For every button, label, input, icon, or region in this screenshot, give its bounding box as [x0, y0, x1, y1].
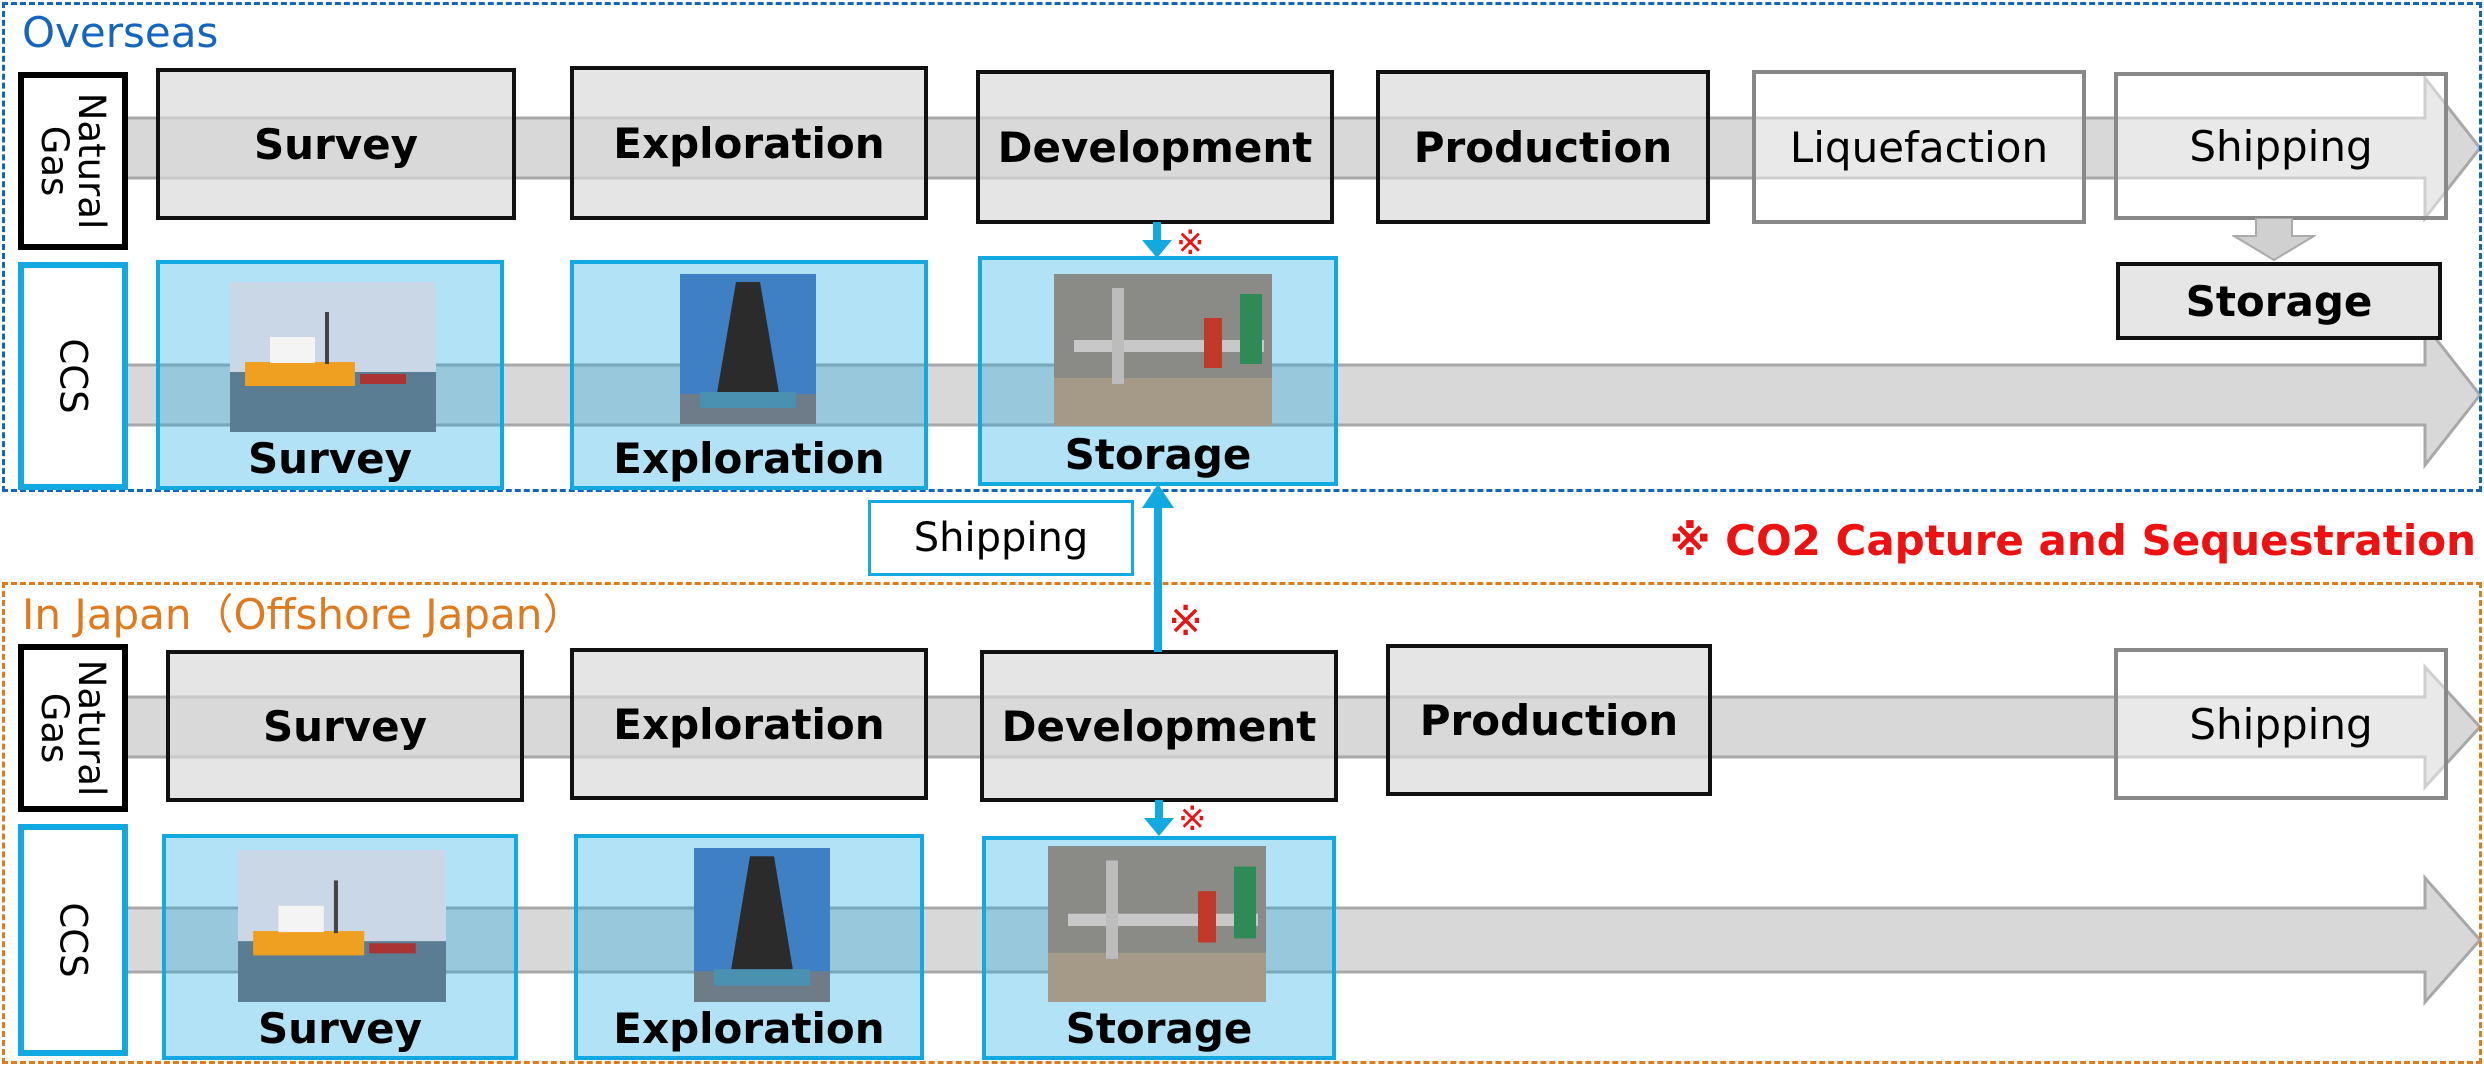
japan-natural-gas-label: Natural Gas: [18, 644, 128, 812]
overseas-shipping-step: Shipping: [2114, 72, 2448, 220]
japan-ccs-exploration: Exploration: [574, 834, 924, 1060]
overseas-ccs-survey-label: Survey: [247, 434, 413, 483]
drilling-rig-photo: [694, 848, 830, 1002]
storage-facility-photo: [1048, 846, 1266, 1002]
storage-facility-photo: [1054, 274, 1272, 426]
overseas-title: Overseas: [22, 8, 219, 57]
japan-ccs-exploration-label: Exploration: [613, 1004, 885, 1053]
overseas-ccs-mark: ※: [1176, 223, 1205, 263]
japan-ccs-label: CCS: [18, 824, 128, 1056]
overseas-ccs-storage-label: Storage: [1064, 430, 1252, 479]
japan-region: [2, 582, 2482, 1064]
overseas-ccs-exploration: Exploration: [570, 260, 928, 490]
overseas-ccs-exploration-label: Exploration: [613, 434, 885, 483]
shipping-link-label: Shipping: [868, 500, 1134, 576]
japan-development-step: Development: [980, 650, 1338, 802]
japan-ccs-survey-label: Survey: [257, 1004, 423, 1053]
overseas-survey-step: Survey: [156, 68, 516, 220]
ccs-footnote: ※ CO2 Capture and Sequestration: [1669, 516, 2476, 565]
overseas-region: [2, 2, 2482, 492]
japan-ccs-mark: ※: [1178, 799, 1207, 839]
japan-ccs-survey: Survey: [162, 834, 518, 1060]
overseas-production-step: Production: [1376, 70, 1710, 224]
ship-photo: [230, 282, 436, 432]
overseas-ccs-arrow: [76, 320, 2482, 470]
shipping-to-storage-arrow: [2232, 218, 2316, 262]
japan-ccs-arrow: [76, 874, 2483, 1006]
japan-production-step: Production: [1386, 644, 1712, 796]
japan-ccs-storage-label: Storage: [1065, 1004, 1253, 1053]
japan-ccs-storage: Storage: [982, 836, 1336, 1060]
overseas-ccs-survey: Survey: [156, 260, 504, 490]
japan-development-to-storage-arrow: [1144, 800, 1174, 836]
overseas-development-to-storage-arrow: [1142, 222, 1172, 258]
overseas-development-step: Development: [976, 70, 1334, 224]
drilling-rig-photo: [680, 274, 816, 424]
ship-photo: [238, 850, 446, 1002]
overseas-liquefaction-step: Liquefaction: [1752, 70, 2086, 224]
shipping-ccs-mark: ※: [1168, 596, 1204, 645]
overseas-ccs-label: CCS: [18, 262, 128, 490]
japan-shipping-step: Shipping: [2114, 648, 2448, 800]
japan-exploration-step: Exploration: [570, 648, 928, 800]
overseas-gas-storage-step: Storage: [2116, 262, 2442, 340]
overseas-natural-gas-label: Natural Gas: [18, 72, 128, 250]
overseas-exploration-step: Exploration: [570, 66, 928, 220]
japan-title: In Japan（Offshore Japan）: [22, 590, 585, 639]
overseas-ccs-storage: Storage: [978, 256, 1338, 486]
japan-survey-step: Survey: [166, 650, 524, 802]
shipping-link-arrow: [1142, 484, 1174, 652]
